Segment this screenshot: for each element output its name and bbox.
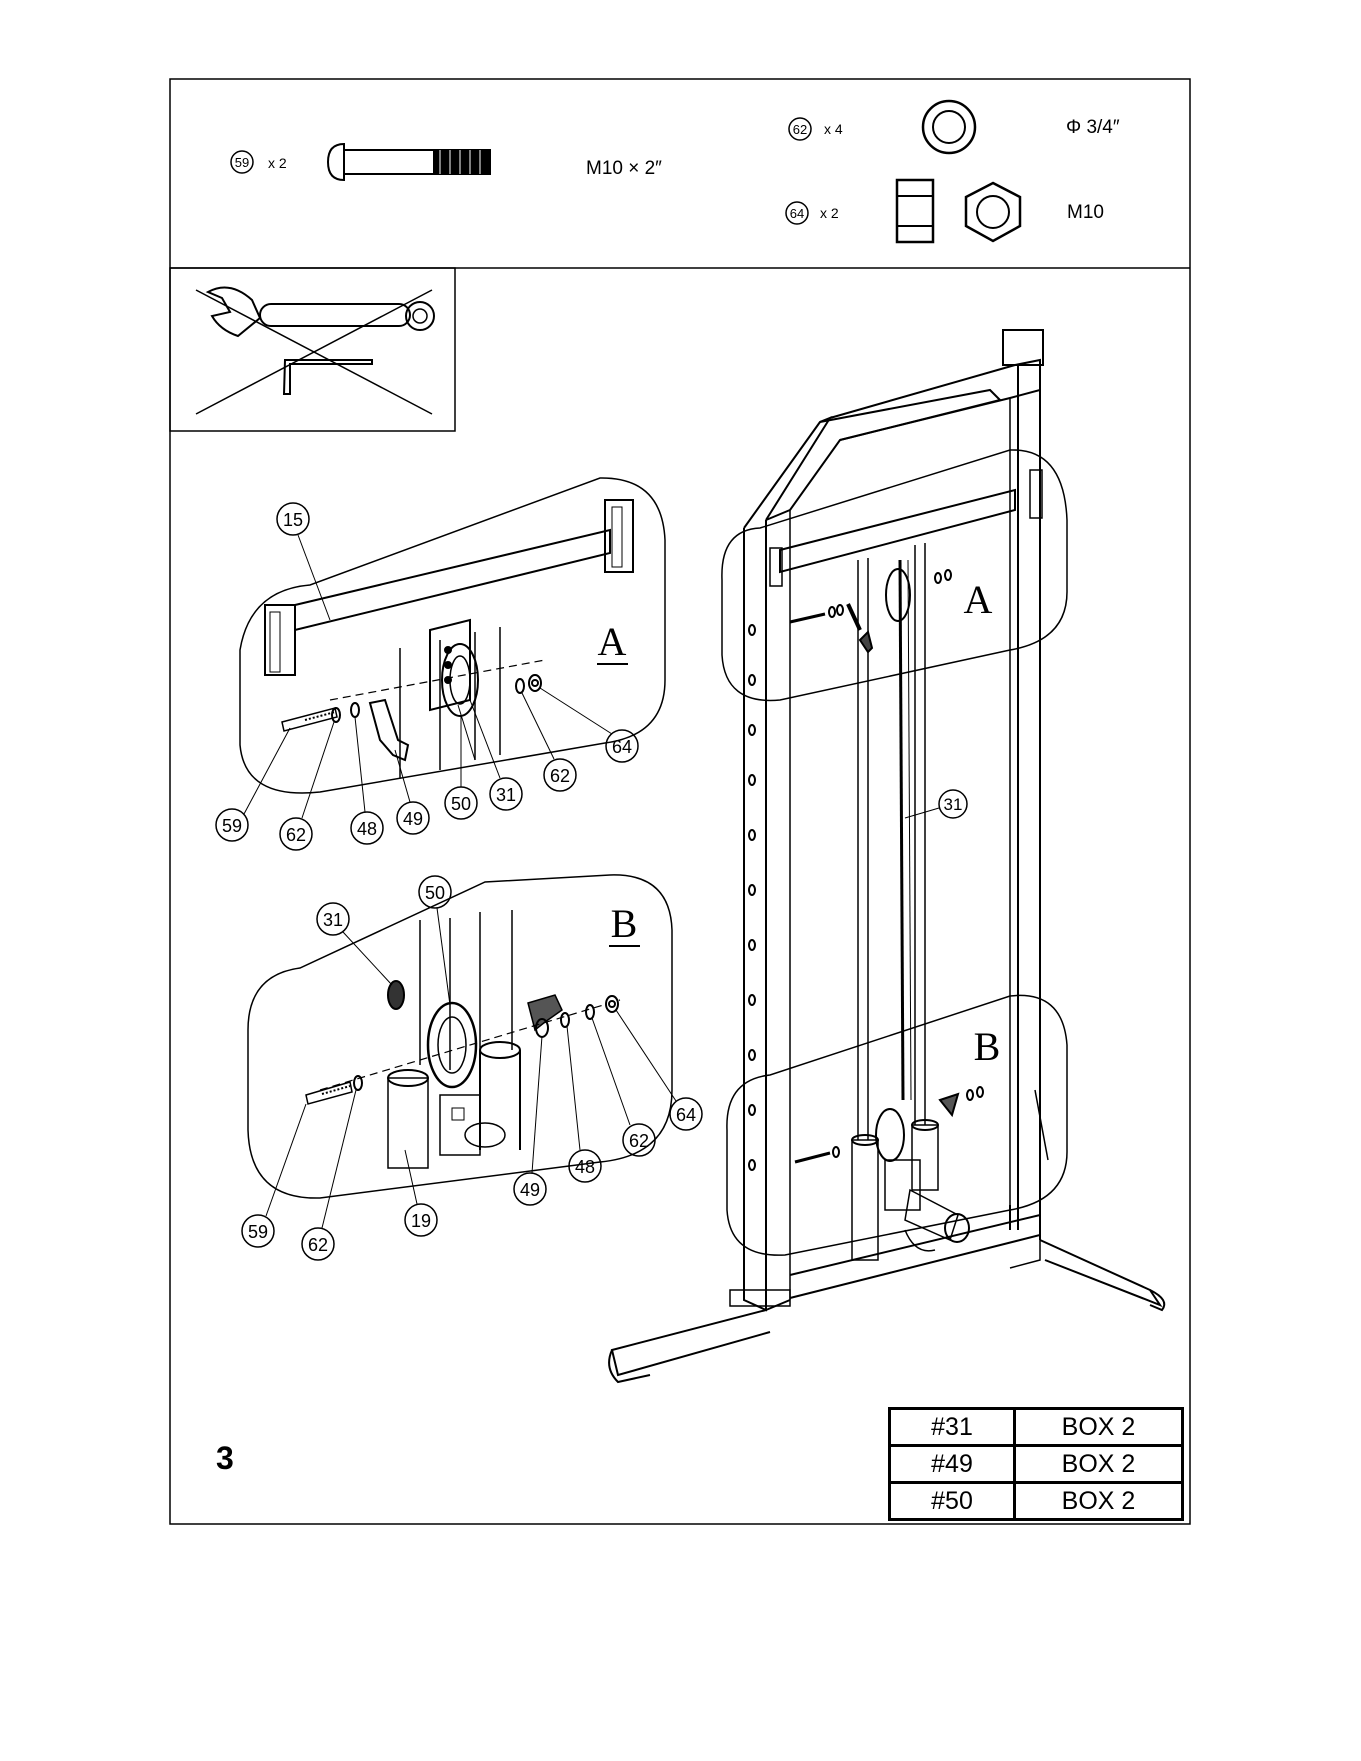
svg-text:49: 49: [403, 809, 423, 829]
washer-icon: [923, 101, 975, 153]
hardware-64: 64 x 2 M10: [786, 180, 1104, 242]
part-size: M10 × 2″: [586, 158, 662, 179]
no-tools-needed-icon: [196, 288, 434, 415]
table-row: #31 BOX 2: [890, 1409, 1183, 1446]
callout-59: 59: [216, 728, 290, 841]
detail-b: B 31 50 64 62 48 49: [242, 875, 702, 1260]
hardware-59: 59 x 2 M10 × 2″: [231, 144, 662, 180]
box-cell: BOX 2: [1015, 1446, 1183, 1483]
svg-text:64: 64: [612, 737, 632, 757]
detail-a: A 15 59 62 48 49: [216, 478, 665, 850]
box-cell: BOX 2: [1015, 1483, 1183, 1520]
callout-19: 19: [405, 1150, 437, 1236]
part-cell: #31: [890, 1409, 1015, 1446]
callout-64: 64: [616, 1010, 702, 1130]
highlight-b: [727, 995, 1067, 1255]
svg-text:64: 64: [676, 1105, 696, 1125]
svg-text:59: 59: [248, 1222, 268, 1242]
callout-62: 62: [280, 722, 334, 850]
part-cell: #50: [890, 1483, 1015, 1520]
marker-a: A: [964, 577, 993, 622]
bolt-icon: [328, 144, 490, 180]
table-row: #49 BOX 2: [890, 1446, 1183, 1483]
detail-letter: A: [598, 619, 627, 664]
callout-50: 50: [445, 716, 477, 819]
part-size: Φ 3/4″: [1066, 117, 1120, 138]
callout-31: 31: [470, 700, 522, 810]
hardware-62: 62 x 4 Φ 3/4″: [789, 101, 1120, 153]
svg-text:50: 50: [451, 794, 471, 814]
callout-62b: 62: [522, 693, 576, 791]
detail-letter: B: [611, 901, 638, 946]
tools-box: [170, 268, 455, 431]
svg-text:48: 48: [575, 1157, 595, 1177]
box-location-table: #31 BOX 2 #49 BOX 2 #50 BOX 2: [888, 1407, 1184, 1521]
callout-50: 50: [419, 876, 451, 1005]
svg-text:15: 15: [283, 510, 303, 530]
part-quantity: x 2: [268, 155, 287, 171]
svg-text:62: 62: [629, 1131, 649, 1151]
svg-text:19: 19: [411, 1211, 431, 1231]
step-number: 3: [216, 1440, 234, 1477]
callout-31: 31: [317, 903, 392, 985]
svg-text:50: 50: [425, 883, 445, 903]
part-number: 59: [235, 155, 249, 170]
page-frame: [170, 79, 1190, 1524]
callout-59: 59: [242, 1104, 306, 1247]
part-number: 64: [790, 206, 804, 221]
part-quantity: x 4: [824, 121, 843, 137]
part-number: 62: [793, 122, 807, 137]
nut-icon: [897, 180, 1020, 242]
main-frame-view: A B 31: [609, 330, 1164, 1382]
svg-text:62: 62: [286, 825, 306, 845]
callout-48: 48: [567, 1026, 601, 1182]
svg-text:31: 31: [323, 910, 343, 930]
box-cell: BOX 2: [1015, 1409, 1183, 1446]
svg-text:31: 31: [944, 795, 963, 814]
callout-49: 49: [514, 1036, 546, 1205]
table-row: #50 BOX 2: [890, 1483, 1183, 1520]
callout-62: 62: [592, 1018, 655, 1156]
part-quantity: x 2: [820, 205, 839, 221]
svg-text:62: 62: [308, 1235, 328, 1255]
svg-text:49: 49: [520, 1180, 540, 1200]
svg-text:48: 48: [357, 819, 377, 839]
svg-text:62: 62: [550, 766, 570, 786]
svg-text:31: 31: [496, 785, 516, 805]
part-size: M10: [1067, 202, 1104, 223]
part-cell: #49: [890, 1446, 1015, 1483]
callout-62b: 62: [302, 1090, 356, 1260]
svg-text:59: 59: [222, 816, 242, 836]
marker-b: B: [974, 1024, 1001, 1069]
